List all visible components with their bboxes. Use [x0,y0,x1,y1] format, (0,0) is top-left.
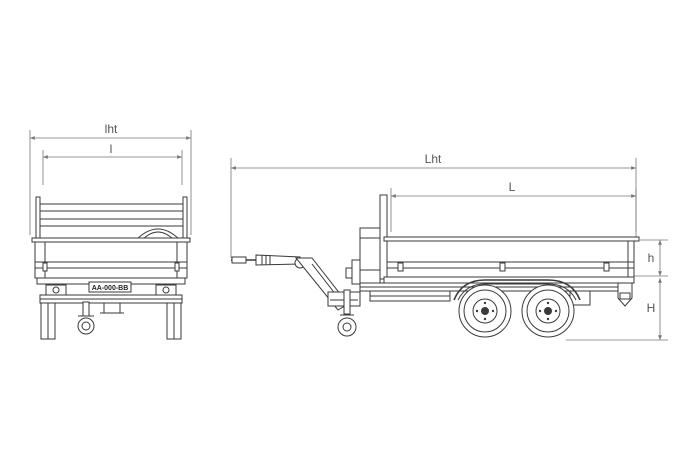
front-inner-width-dimension: l [42,142,183,185]
side-loading-height-dimension: H [566,278,668,341]
jockey-wheel [337,289,357,337]
front-headboard [345,194,388,285]
front-overall-width-label: lht [105,122,118,136]
drawbar [231,254,361,311]
mudguard [453,279,581,301]
side-wall-height-dimension: h [632,239,668,277]
side-wall-height-label: h [648,251,655,265]
side-overall-length-label: Lht [425,152,442,166]
front-trailer-body [31,196,191,340]
side-view: Lht L h H [230,152,668,341]
license-plate: AA-000-BB [88,281,132,293]
license-plate-text: AA-000-BB [92,285,129,292]
side-loading-height-label: H [647,301,656,315]
side-body-length-dimension: L [390,180,637,232]
front-overall-width-dimension: lht [29,122,192,235]
front-view: lht l [29,122,192,340]
side-body-length-label: L [509,180,516,194]
rear-axle-wheel [521,284,575,338]
tipper-body [383,236,640,284]
front-axle-wheel [458,284,512,338]
front-inner-width-label: l [110,142,113,156]
